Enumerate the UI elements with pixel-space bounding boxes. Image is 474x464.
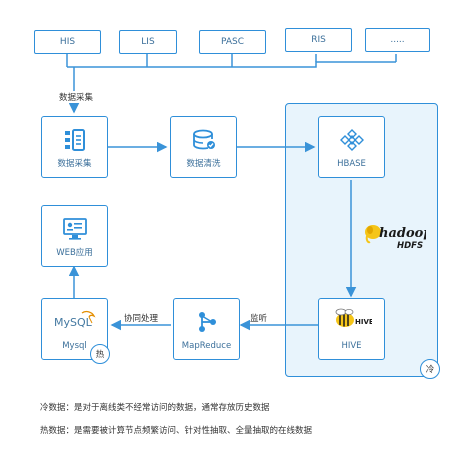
hot-badge-label: 热 [95,350,105,360]
note-hot-data: 热数据：是需要被计算节点频繁访问、针对性抽取、全量抽取的在线数据 [40,426,313,436]
source-label: PASC [220,37,244,47]
node-mapreduce: MapReduce [173,298,240,360]
cold-badge-label: 冷 [425,365,435,375]
node-web-app: WEB应用 [41,205,108,267]
node-hive: HIVE HIVE [318,298,385,360]
cold-badge: 冷 [420,359,440,379]
node-label: HIVE [341,341,362,351]
source-label: LIS [141,37,155,47]
source-his: HIS [34,30,101,54]
share-nodes-icon [198,312,216,332]
source-label: HIS [59,37,76,47]
data-collection-icon [64,129,85,151]
sources-bus-line [232,61,396,68]
edge-label-listen: 监听 [250,314,268,324]
source-label: RIS [311,35,326,45]
node-data-collection: 数据采集 [41,116,108,178]
source-more: ..... [365,28,430,52]
monitor-icon [62,218,87,240]
mysql-logo-text: MySQL [54,316,93,329]
note-cold-data: 冷数据：是对于离线类不经常访问的数据，通常存放历史数据 [40,403,270,413]
node-label: MapReduce [181,341,232,351]
hadoop-logo-text: hadoop [379,226,426,241]
edge-label-cooperate: 协同处理 [124,314,159,324]
node-label: 数据采集 [57,159,92,169]
source-ris: RIS [285,28,352,52]
database-clean-icon [192,129,215,150]
node-label: WEB应用 [56,248,93,258]
mysql-logo-icon: MySQL [54,310,95,329]
node-label: Mysql [62,341,87,351]
hbase-network-icon [339,129,364,151]
hadoop-logo: hadoop HDFS [364,218,432,252]
node-data-cleaning: 数据清洗 [170,116,237,178]
hive-bee-icon: HIVE [335,308,372,327]
node-label: HBASE [337,159,366,169]
node-hbase: HBASE [318,116,385,178]
hot-badge: 热 [90,344,110,364]
source-pasc: PASC [199,30,266,54]
hdfs-logo-text: HDFS [397,241,423,251]
edge-label-collect: 数据采集 [57,91,96,103]
source-lis: LIS [119,30,177,54]
hadoop-elephant-icon: hadoop HDFS [365,225,432,251]
node-label: 数据清洗 [186,159,221,169]
source-label: ..... [390,35,405,45]
hive-logo-text: HIVE [355,318,372,326]
